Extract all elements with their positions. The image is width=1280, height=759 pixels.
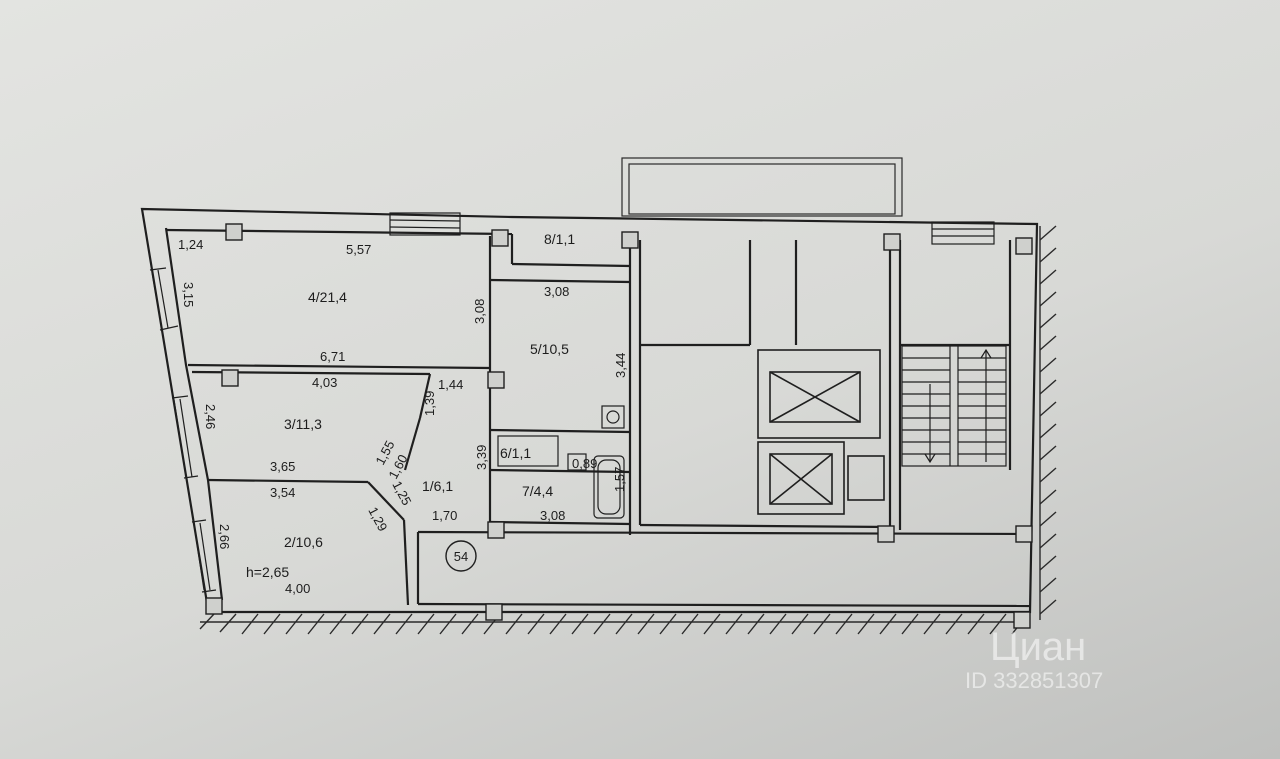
- room-label-5: 5/10,5: [530, 341, 569, 357]
- dim-3-54: 3,54: [270, 485, 295, 500]
- watermark-brand: Циан: [990, 625, 1086, 669]
- dim-3-08-top: 3,08: [544, 284, 569, 299]
- columns: [205, 223, 1033, 629]
- dim-3-65: 3,65: [270, 459, 295, 474]
- room-label-2: 2/10,6: [284, 534, 323, 550]
- room-label-6: 6/1,1: [500, 445, 531, 461]
- left-inner-wall: [164, 227, 224, 601]
- dim-1-24: 1,24: [178, 237, 203, 252]
- sanitary-fixtures: [497, 405, 625, 519]
- room-label-3: 3/11,3: [284, 416, 322, 432]
- dim-1-44: 1,44: [438, 377, 463, 392]
- dim-3-39: 3,39: [474, 445, 489, 470]
- dim-4-03: 4,03: [312, 375, 337, 390]
- dim-2-46: 2,46: [203, 404, 218, 429]
- dim-3-44: 3,44: [613, 353, 628, 378]
- outer-wall: [140, 207, 1039, 614]
- dim-4-00: 4,00: [285, 581, 310, 596]
- dim-3-08-vertical: 3,08: [472, 299, 487, 324]
- dim-1-29: 1,29: [365, 504, 390, 533]
- interior-walls: [165, 228, 1031, 608]
- apartment-number-circle: [445, 540, 477, 572]
- watermark-id: ID 332851307: [965, 668, 1103, 693]
- windows-top: [389, 212, 995, 245]
- dim-6-71: 6,71: [320, 349, 345, 364]
- room-label-7: 7/4,4: [522, 483, 553, 499]
- staircase: [901, 345, 1007, 467]
- dim-0-89: 0,89: [572, 456, 597, 471]
- ceiling-height: h=2,65: [246, 564, 289, 580]
- dim-3-08-bottom: 3,08: [540, 508, 565, 523]
- apartment-number: 54: [454, 549, 468, 564]
- dim-5-57: 5,57: [346, 242, 371, 257]
- windows-left: [149, 267, 217, 593]
- hatch-right: [1039, 225, 1057, 620]
- elevator-shafts: [757, 349, 885, 515]
- room-label-4: 4/21,4: [308, 289, 347, 305]
- dim-2-66: 2,66: [217, 524, 232, 549]
- dim-1-57: 1,57: [612, 467, 627, 492]
- hatch-bottom: [199, 613, 1030, 635]
- room-label-8: 8/1,1: [544, 231, 575, 247]
- dim-3-15: 3,15: [181, 282, 196, 307]
- dim-1-25: 1,25: [389, 478, 414, 507]
- balcony: [621, 157, 903, 217]
- dim-1-39: 1,39: [422, 391, 437, 416]
- dim-1-70: 1,70: [432, 508, 457, 523]
- room-label-1: 1/6,1: [422, 478, 453, 494]
